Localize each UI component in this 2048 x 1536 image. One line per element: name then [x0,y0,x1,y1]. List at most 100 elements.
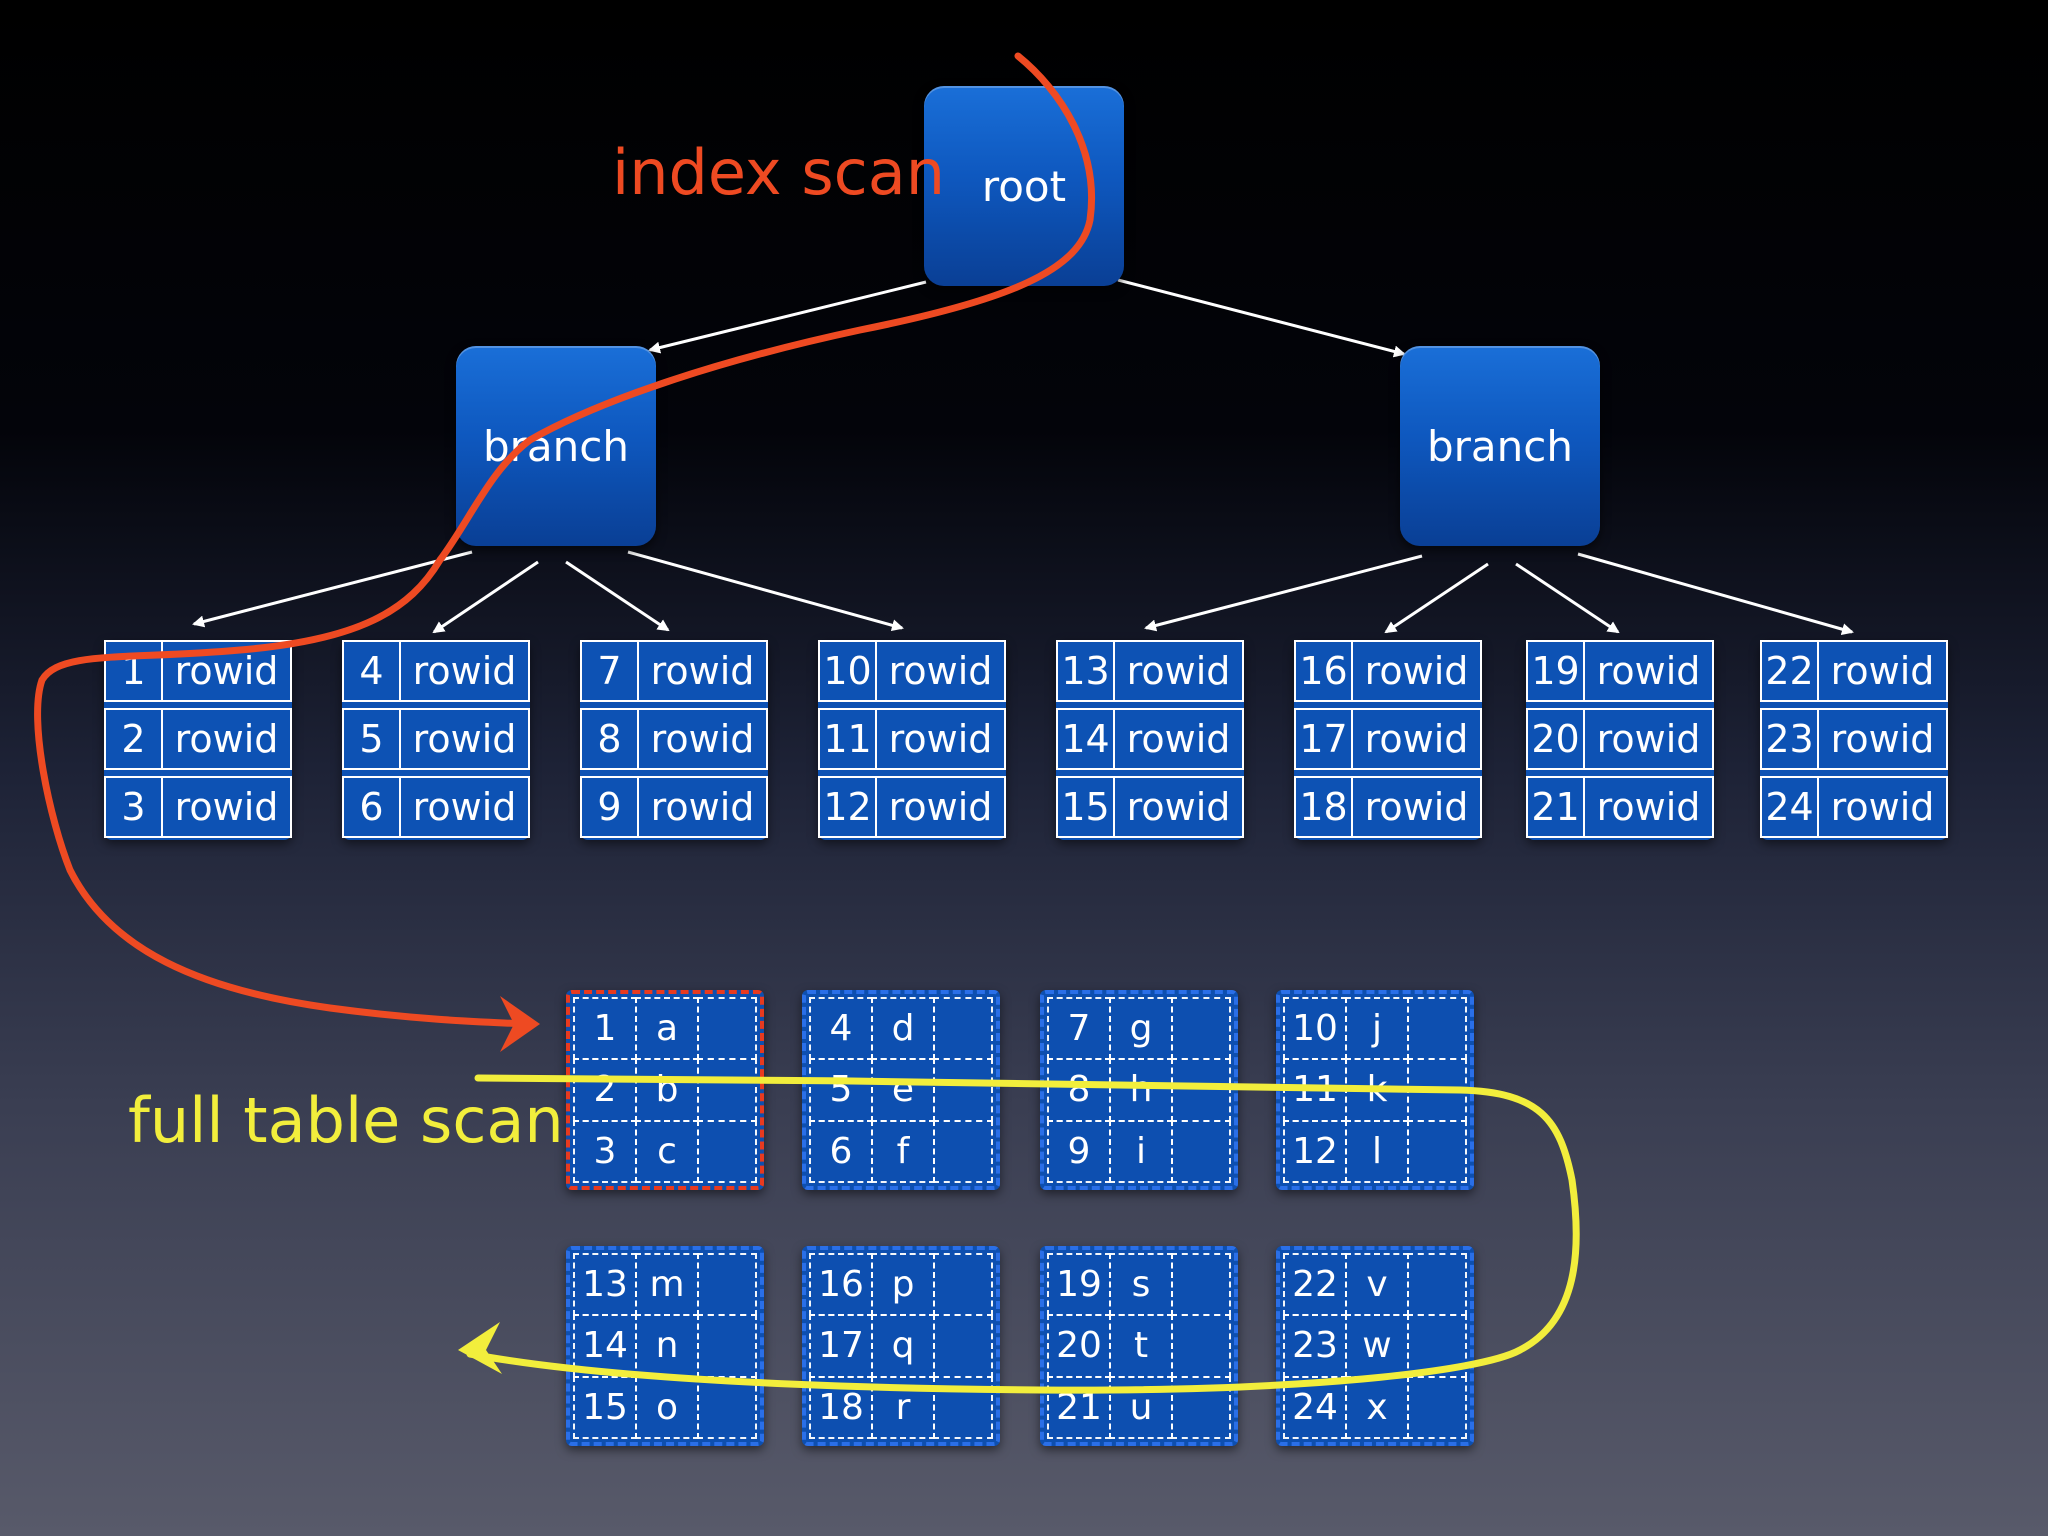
table-row-id: 19 [1047,1253,1111,1317]
table-row-id: 3 [573,1119,637,1183]
table-row-value: g [1109,997,1173,1061]
table-row-empty [1407,1375,1467,1439]
leaf-key: 7 [580,640,639,702]
table-row-empty [697,1119,757,1183]
table-row-id: 12 [1283,1119,1347,1183]
leaf-key: 23 [1760,708,1819,770]
leaf-key: 15 [1056,776,1115,838]
table-row-value: p [871,1253,935,1317]
table-row-id: 1 [573,997,637,1061]
table-row-value: f [871,1119,935,1183]
leaf-rowid: rowid [1817,640,1948,702]
leaf-key: 17 [1294,708,1353,770]
table-row-value: t [1109,1314,1173,1378]
table-row-id: 8 [1047,1058,1111,1122]
leaf-rowid: rowid [875,640,1006,702]
leaf-key: 24 [1760,776,1819,838]
table-row-id: 14 [573,1314,637,1378]
leaf-rowid: rowid [1583,776,1714,838]
table-row-empty [933,997,993,1061]
table-row-id: 24 [1283,1375,1347,1439]
table-row-value: h [1109,1058,1173,1122]
table-row-id: 7 [1047,997,1111,1061]
table-row-value: k [1345,1058,1409,1122]
leaf-key: 9 [580,776,639,838]
leaf-key: 20 [1526,708,1585,770]
leaf-rowid: rowid [1351,776,1482,838]
table-row-value: j [1345,997,1409,1061]
leaf-rowid: rowid [1113,640,1244,702]
branch-left-label: branch [483,421,629,471]
table-row-value: e [871,1058,935,1122]
table-row-empty [933,1253,993,1317]
table-row-empty [1171,1253,1231,1317]
root-node: root [924,86,1124,286]
table-row-empty [1171,1058,1231,1122]
leaf-rowid: rowid [637,640,768,702]
index-scan-arrowhead [500,996,540,1052]
table-row-value: o [635,1375,699,1439]
edge-bl-leaf4 [627,550,904,632]
table-row-value: n [635,1314,699,1378]
edge-root-branch-right [1117,278,1406,358]
table-row-id: 20 [1047,1314,1111,1378]
leaf-key: 22 [1760,640,1819,702]
edge-br-leaf6 [1384,562,1489,634]
table-row-value: v [1345,1253,1409,1317]
branch-node-left: branch [456,346,656,546]
table-row-value: s [1109,1253,1173,1317]
table-row-id: 10 [1283,997,1347,1061]
leaf-rowid: rowid [161,640,292,702]
table-row-empty [697,1253,757,1317]
index-scan-label: index scan [612,136,946,209]
table-row-empty [933,1314,993,1378]
table-row-value: b [635,1058,699,1122]
table-row-value: d [871,997,935,1061]
leaf-rowid: rowid [399,708,530,770]
table-row-value: m [635,1253,699,1317]
table-row-empty [933,1119,993,1183]
table-row-value: a [635,997,699,1061]
table-row-id: 4 [809,997,873,1061]
leaf-key: 18 [1294,776,1353,838]
leaf-key: 4 [342,640,401,702]
leaf-key: 19 [1526,640,1585,702]
table-row-value: i [1109,1119,1173,1183]
branch-node-right: branch [1400,346,1600,546]
edge-bl-leaf1 [192,550,473,628]
leaf-key: 8 [580,708,639,770]
edge-br-leaf8 [1577,552,1854,636]
table-row-id: 9 [1047,1119,1111,1183]
table-row-id: 21 [1047,1375,1111,1439]
table-row-empty [697,1314,757,1378]
table-row-id: 15 [573,1375,637,1439]
full-table-scan-arrowhead [458,1322,502,1374]
edge-root-branch-left [648,280,927,354]
table-row-value: w [1345,1314,1409,1378]
leaf-rowid: rowid [161,776,292,838]
leaf-key: 11 [818,708,877,770]
table-row-id: 22 [1283,1253,1347,1317]
table-row-empty [697,997,757,1061]
